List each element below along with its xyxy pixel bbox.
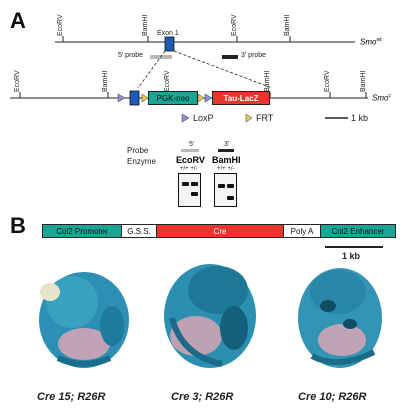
site-label-mid-4: BamHI [264,70,271,92]
legend-frt-triangle [245,113,253,123]
dash-right [173,50,273,89]
panel-b-label: B [10,213,26,238]
gel2-band-1 [218,184,225,188]
tau-lacz-box: Tau-LacZ [212,91,270,105]
scale-label-b: 1 kb [342,251,361,261]
site-label-top-2: BamHI [142,14,149,36]
gel2-band-2 [227,184,234,188]
legend-frt-label: FRT [256,113,274,123]
panel-a-label: A [10,8,26,33]
caption-cre15: Cre 15; R26R [37,391,106,403]
enzyme2-label: BamHI [212,155,241,165]
c-allele-sup: c [388,93,391,99]
enzyme1-label: EcoRV [176,155,205,165]
site-label-mid-5: EcoRV [324,70,331,92]
site-label-mid-2: BamHI [102,70,109,92]
caption-cre10: Cre 10; R26R [298,391,367,403]
site-label-top-1: EcoRV [57,14,64,36]
wt-allele-label: Smowt [360,37,381,47]
legend-loxp-triangle [181,113,190,123]
caption-cre3: Cre 3; R26R [171,391,234,403]
probe3-label: 3' probe [241,52,267,59]
probe5-label: 5' probe [118,52,144,59]
legend-loxp-label: LoxP [193,113,214,123]
wt-allele-sup: wt [376,37,382,43]
embryo-image-cre10 [298,268,382,368]
segment-poly-a: Poly A [283,224,321,238]
wt-allele-name: Smo [360,37,377,47]
segment-cre: Cre [156,224,284,238]
segment-col2-promoter: Col2 Promoter [42,224,122,238]
segment-gss: G.S.S. [121,224,157,238]
probe3-col-label: 3' [224,141,230,148]
enzyme-row-label: Enzyme [127,157,156,166]
pgk-neo-box: PGK-neo [148,91,198,105]
gel2-band-3 [227,196,234,200]
scale-label-a: 1 kb [351,113,369,123]
genotype-label-2: +/+ +/- [217,166,235,172]
c-allele-label: Smoc [372,93,391,103]
loxp-triangle-1 [117,93,126,103]
probe5-col-label: 5' [189,141,195,148]
loxp-triangle-2 [204,93,213,103]
c-allele-name: Smo [372,93,389,103]
exon1-box [164,36,175,52]
dash-left [137,50,166,89]
probe3-col-bar [218,149,234,152]
exon1-label: Exon 1 [157,30,179,37]
frt-triangle-2 [197,93,205,103]
scale-bar-b [325,246,383,248]
gel1-band-1 [182,182,189,186]
southern-blot-ecorv [178,173,201,207]
site-label-top-3: EcoRV [231,14,238,36]
probe5-col-bar [181,149,199,152]
gel1-band-3 [191,192,198,196]
segment-col2-enhancer: Col2 Enhancer [320,224,396,238]
site-label-mid-3: EcoRV [164,70,171,92]
genotype-label-1: +/+ +/- [180,166,198,172]
probe-row-label: Probe [127,146,149,155]
site-label-top-4: BamHI [284,14,291,36]
exon1-box-c [129,90,140,106]
embryo-image-cre15 [39,272,129,368]
site-label-mid-6: BamHI [360,70,367,92]
frt-triangle-1 [141,93,149,103]
site-label-mid-1: EcoRV [14,70,21,92]
probe3-bar [222,55,238,59]
gel1-band-2 [191,182,198,186]
embryo-image-cre3 [164,264,256,368]
southern-blot-bamhi [214,173,237,207]
